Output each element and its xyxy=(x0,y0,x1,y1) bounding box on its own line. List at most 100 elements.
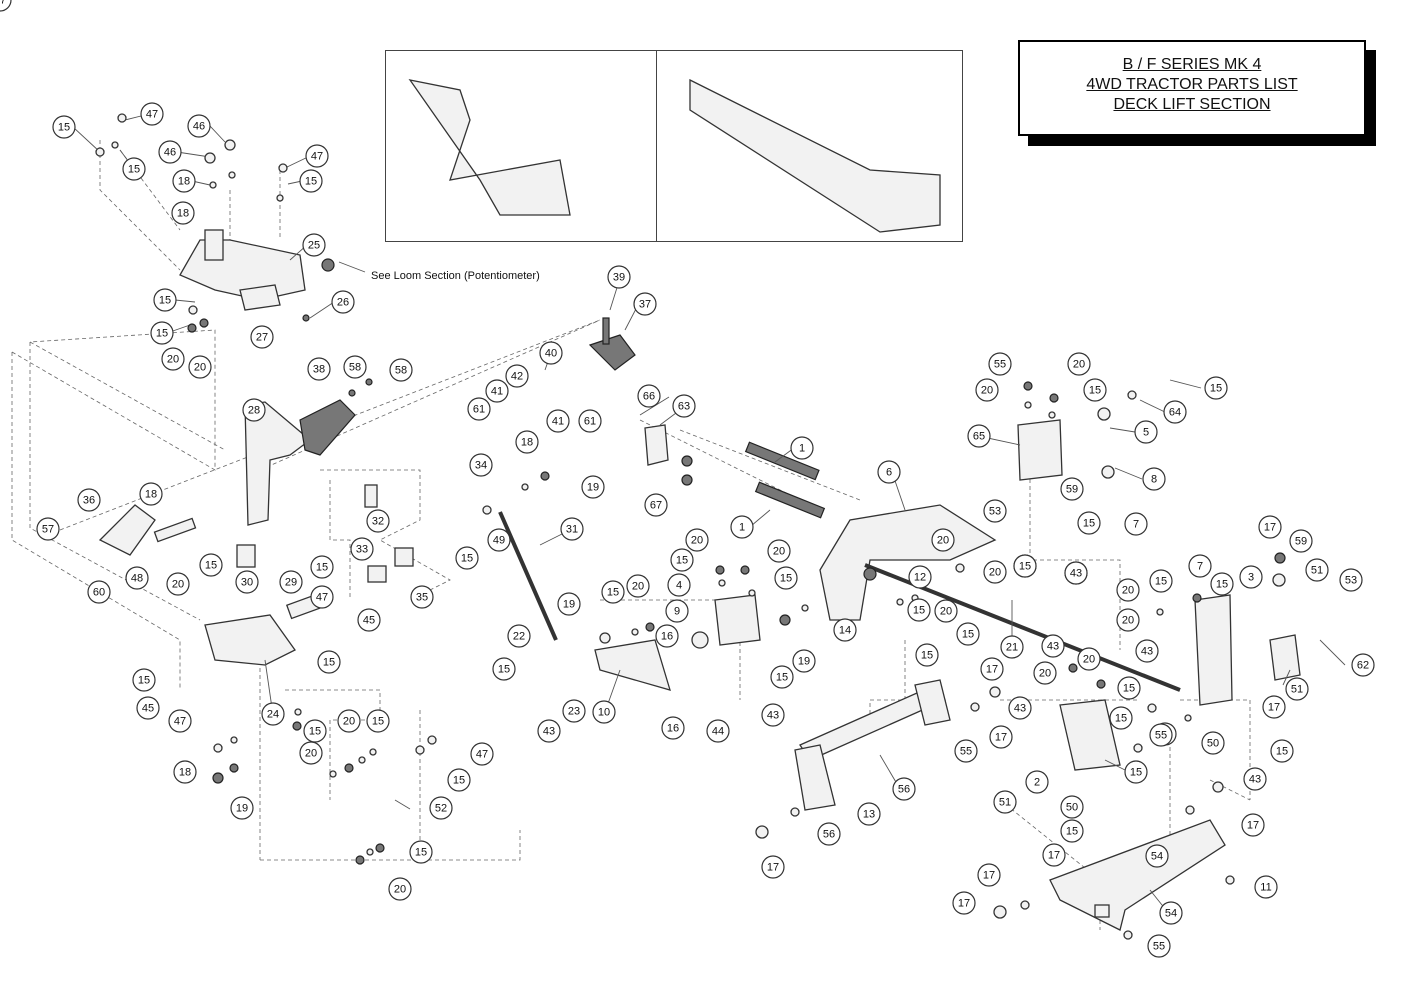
callout-balloon: 15 xyxy=(150,321,174,345)
bracket-3 xyxy=(1194,594,1233,706)
callout-balloon: 15 xyxy=(366,709,390,733)
callout-balloon: 20 xyxy=(626,574,650,598)
callout-balloon: 37 xyxy=(633,292,657,316)
callout-number: 59 xyxy=(1295,536,1307,548)
callout-balloon: 53 xyxy=(1339,568,1363,592)
post xyxy=(204,229,224,261)
callout-number: 37 xyxy=(639,299,651,311)
callout-number: 20 xyxy=(981,385,993,397)
callout-balloon: 51 xyxy=(1285,677,1309,701)
callout-number: 17 xyxy=(995,732,1007,744)
callout-number: 56 xyxy=(823,829,835,841)
callout-number: 44 xyxy=(712,726,724,738)
callout-number: 15 xyxy=(1276,746,1288,758)
callout-number: 51 xyxy=(1311,565,1323,577)
callout-balloon: 43 xyxy=(1041,634,1065,658)
bushing-30 xyxy=(236,544,256,568)
crossmember-block xyxy=(1094,904,1110,918)
callout-balloon: 50 xyxy=(1201,731,1225,755)
callout-number: 20 xyxy=(940,606,952,618)
callout-number: 20 xyxy=(167,354,179,366)
callout-number: 17 xyxy=(0,0,6,7)
bracket-4 xyxy=(714,594,761,646)
callout-number: 36 xyxy=(83,495,95,507)
callout-number: 2 xyxy=(1034,777,1040,789)
callout-balloon: 32 xyxy=(366,509,390,533)
callout-balloon: 62 xyxy=(1351,653,1375,677)
callout-balloon: 47 xyxy=(310,585,334,609)
callout-number: 43 xyxy=(1047,641,1059,653)
callout-number: 57 xyxy=(42,524,54,536)
block-35 xyxy=(394,547,414,567)
callout-number: 47 xyxy=(316,592,328,604)
potentiometer xyxy=(321,258,335,272)
callout-balloon: 10 xyxy=(592,700,616,724)
callout-balloon: 15 xyxy=(303,719,327,743)
callout-number: 25 xyxy=(308,240,320,252)
callout-number: 58 xyxy=(395,365,407,377)
callout-balloon: 17 xyxy=(980,657,1004,681)
callout-balloon: 15 xyxy=(1124,760,1148,784)
callout-balloon: 15 xyxy=(1077,511,1101,535)
callout-number: 15 xyxy=(1019,561,1031,573)
callout-number: 15 xyxy=(776,672,788,684)
callout-number: 55 xyxy=(960,746,972,758)
callout-number: 3 xyxy=(1248,572,1254,584)
callout-number: 14 xyxy=(839,625,851,637)
callout-balloon: 58 xyxy=(389,358,413,382)
callout-number: 20 xyxy=(632,581,644,593)
callout-number: 20 xyxy=(194,362,206,374)
callout-number: 62 xyxy=(1357,660,1369,672)
callout-number: 1 xyxy=(799,443,805,455)
callout-balloon: 60 xyxy=(87,580,111,604)
callout-balloon: 3 xyxy=(1239,565,1263,589)
callout-number: 45 xyxy=(142,703,154,715)
callout-number: 15 xyxy=(58,122,70,134)
callout-balloon: 15 xyxy=(1149,569,1173,593)
callout-balloon: 7 xyxy=(1188,554,1212,578)
callout-number: 38 xyxy=(313,364,325,376)
callout-number: 55 xyxy=(1155,730,1167,742)
callout-balloon: 8 xyxy=(1142,467,1166,491)
callout-balloon: 20 xyxy=(337,709,361,733)
lever-37 xyxy=(588,334,636,371)
callout-number: 60 xyxy=(93,587,105,599)
callout-balloon: 53 xyxy=(983,499,1007,523)
callout-number: 20 xyxy=(691,535,703,547)
callout-balloon: 11 xyxy=(1254,875,1278,899)
callout-balloon: 40 xyxy=(539,341,563,365)
inset-lift xyxy=(408,79,571,216)
callout-balloon: 20 xyxy=(161,347,185,371)
bracket-5 xyxy=(1017,419,1063,481)
callout-balloon: 49 xyxy=(487,528,511,552)
callout-number: 42 xyxy=(511,371,523,383)
callout-balloon: 47 xyxy=(140,102,164,126)
callout-number: 43 xyxy=(1070,568,1082,580)
callout-number: 15 xyxy=(323,657,335,669)
callout-balloon: 20 xyxy=(983,560,1007,584)
callout-number: 45 xyxy=(363,615,375,627)
inset-divider xyxy=(656,51,657,241)
callout-number: 20 xyxy=(394,884,406,896)
callout-balloon: 43 xyxy=(1064,561,1088,585)
callout-balloon: 56 xyxy=(892,777,916,801)
callout-balloon: 20 xyxy=(188,355,212,379)
callout-number: 9 xyxy=(674,606,680,618)
callout-number: 61 xyxy=(584,416,596,428)
callout-number: 15 xyxy=(453,775,465,787)
callout-balloon: 16 xyxy=(655,624,679,648)
callout-number: 15 xyxy=(1083,518,1095,530)
pedal-base-24 xyxy=(204,614,296,666)
callout-balloon: 54 xyxy=(1159,901,1183,925)
callout-balloon: 15 xyxy=(1204,376,1228,400)
callout-balloon: 44 xyxy=(706,719,730,743)
callout-balloon: 54 xyxy=(1145,844,1169,868)
callout-number: 43 xyxy=(1249,774,1261,786)
crank-6 xyxy=(819,504,997,621)
callout-balloon: 15 xyxy=(774,566,798,590)
callout-balloon: 18 xyxy=(515,430,539,454)
callout-balloon: 29 xyxy=(279,570,303,594)
callout-balloon: 59 xyxy=(1060,477,1084,501)
callout-balloon: 15 xyxy=(199,553,223,577)
callout-balloon: 55 xyxy=(954,739,978,763)
